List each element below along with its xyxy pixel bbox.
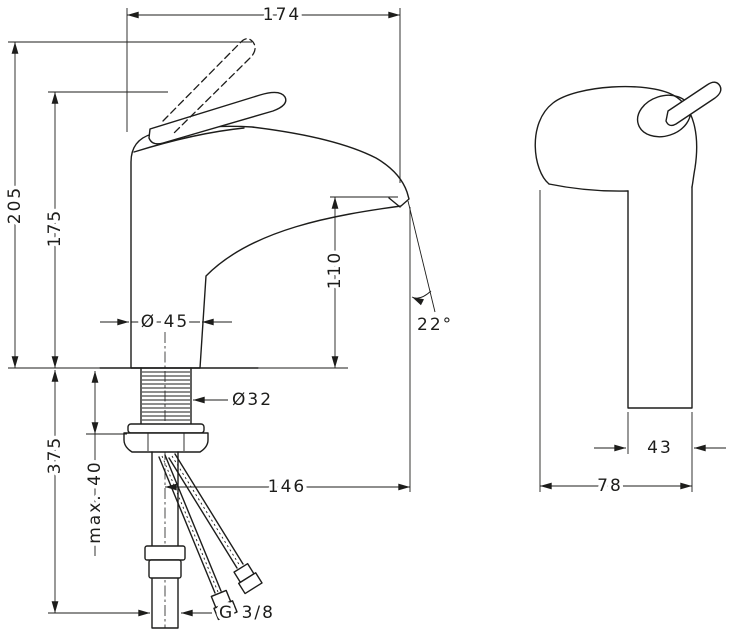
dim-label-dia45: Ø 45 — [141, 312, 189, 332]
dim-label-22deg: 22° — [417, 315, 453, 335]
head-underside — [548, 183, 629, 192]
pipe-union-lower — [148, 559, 182, 579]
faucet-front-view: 174 205 175 110 Ø 45 Ø32 — [2, 2, 455, 629]
dimension-connection-thread: G 3/8 — [48, 600, 276, 627]
hose-wall — [158, 454, 222, 594]
dimension-spout-clearance: 110 — [210, 196, 398, 369]
supply-hose-1 — [168, 453, 263, 595]
supply-hose-2 — [158, 454, 238, 621]
head-outline — [534, 85, 698, 188]
dim-label-78: 78 — [597, 476, 623, 496]
dim-label-375: 375 — [45, 436, 65, 474]
dimension-overall-height: 205 — [2, 41, 252, 369]
dim-label-dia32: Ø32 — [232, 390, 273, 410]
dimension-overall-depth-side: 78 — [539, 190, 692, 500]
dimension-overall-depth: 174 — [126, 2, 401, 183]
mounting-nut — [123, 432, 209, 453]
dim-label-205: 205 — [5, 186, 25, 224]
hose-nut — [237, 572, 263, 595]
extension-line — [126, 8, 401, 183]
hose-wall — [168, 453, 244, 569]
angle-leader-line — [407, 200, 436, 313]
dimension-spout-reach: 146 — [165, 207, 411, 501]
body-side-outline — [627, 186, 693, 409]
extension-line — [627, 412, 693, 492]
dim-label-146: 146 — [268, 477, 306, 497]
dim-label-175: 175 — [45, 209, 65, 247]
dim-label-110: 110 — [325, 251, 345, 289]
dimension-handle-height: 175 — [42, 91, 168, 368]
hose-braid — [171, 455, 241, 567]
aerator-line — [388, 197, 401, 208]
mounting-nut-facets — [147, 433, 185, 451]
dimension-body-diameter: Ø 45 — [100, 309, 232, 336]
handle-lever-side — [665, 81, 722, 127]
faucet-side-view: 43 78 — [534, 81, 726, 500]
dimension-body-depth: 43 — [594, 412, 726, 492]
dim-label-43: 43 — [647, 438, 673, 458]
handle-seam-line — [133, 127, 245, 153]
dim-label-174: 174 — [263, 5, 301, 25]
extension-line — [210, 196, 398, 369]
dimension-spout-angle: 22° — [407, 200, 455, 339]
dim-label-g38: G 3/8 — [219, 603, 275, 623]
extension-line — [8, 41, 252, 369]
handle-lever — [148, 91, 287, 145]
dim-label-max40: max. 40 — [85, 460, 105, 543]
pipe-union-upper — [144, 545, 186, 561]
dimension-shank-diameter: Ø32 — [193, 387, 275, 414]
seal-washer — [127, 423, 205, 434]
angle-arc-arrow — [411, 290, 432, 306]
dimension-install-length: 375 — [42, 370, 69, 613]
supply-pipe — [151, 451, 179, 629]
shank-thread-hatching — [142, 371, 190, 421]
handle-lever-raised — [162, 38, 256, 134]
shank-outline — [140, 367, 192, 425]
dimension-max-thickness: max. 40 — [82, 371, 127, 556]
hose-nut — [213, 600, 238, 621]
